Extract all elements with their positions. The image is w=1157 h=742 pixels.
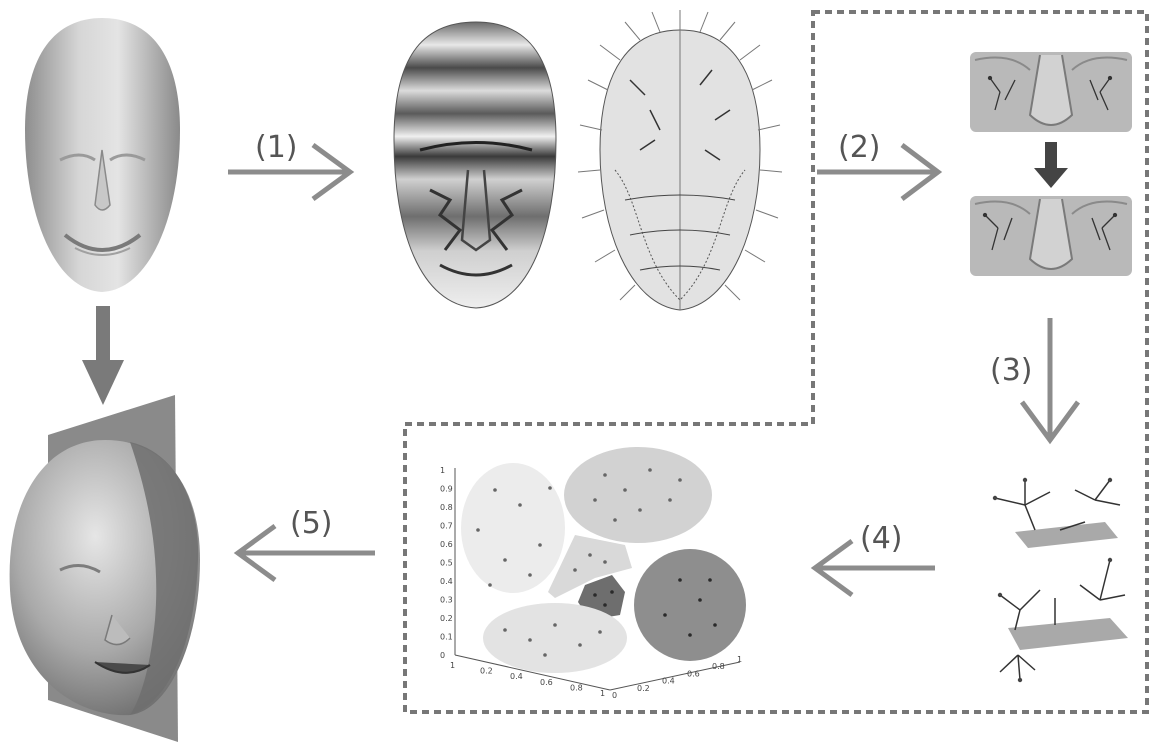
cluster-5 [634,549,746,661]
cluster-3 [548,535,632,598]
x-tick-label-left: 1 [450,661,455,670]
cluster-1 [461,463,565,593]
down-arrow [82,306,124,405]
y-tick-label: 0.8 [440,503,453,512]
x-tick-label-right: 0.2 [637,684,650,693]
feature-vectors-top [992,477,1121,548]
x-tick-label-left: 1 [600,689,605,698]
cluster-scatter-plot: 1 0.9 0.8 0.7 0.6 0.5 0.4 0.3 0.2 0.1 0 1 0.2 0.4 0.6… [440,447,746,700]
y-tick-label: 0.6 [440,540,453,549]
nose-region-before [970,52,1132,132]
y-tick-label: 0.2 [440,614,453,623]
curvature-map-face [393,21,557,309]
arrow-step-2 [817,143,943,201]
y-tick-label: 0.7 [440,522,453,531]
cluster-2 [564,447,712,543]
x-axis-ticks-right: 0 0.2 0.4 0.6 0.8 1 [612,655,742,700]
x-tick-label-left: 0.6 [540,678,553,687]
step-5-label: (5) [290,506,333,541]
down-arrow-dark [1034,142,1068,188]
step-1-label: (1) [255,130,298,165]
step-2-label: (2) [838,130,881,165]
y-tick-label: 0 [440,651,445,660]
x-tick-label-right: 0.8 [712,662,725,671]
arrow-step-4 [810,538,935,598]
arrow-step-1 [228,142,355,202]
input-face-mesh [25,18,180,292]
x-tick-label-right: 1 [737,655,742,664]
y-tick-label: 0.9 [440,485,453,494]
arrow-step-5 [233,523,375,583]
x-axis-ticks-left: 1 0.2 0.4 0.6 0.8 1 [450,661,605,698]
step-3-label: (3) [990,353,1033,388]
nose-region-after [970,196,1132,276]
x-tick-label-left: 0.4 [510,672,523,681]
x-tick-label-right: 0.6 [687,669,700,678]
normal-vectors-face [577,10,783,311]
y-tick-label: 0.3 [440,596,453,605]
x-tick-label-left: 0.8 [570,683,583,692]
arrow-step-3 [1019,318,1081,445]
y-tick-label: 1 [440,466,445,475]
y-tick-label: 0.4 [440,577,453,586]
cluster-6 [483,603,627,673]
feature-vectors-bottom [997,557,1128,683]
x-tick-label-left: 0.2 [480,667,493,676]
step-4-label: (4) [860,521,903,556]
y-axis-ticks: 1 0.9 0.8 0.7 0.6 0.5 0.4 0.3 0.2 0.1 0 [440,466,453,660]
x-tick-label-right: 0 [612,691,617,700]
dashed-region-border [403,10,1149,714]
y-tick-label: 0.1 [440,633,453,642]
symmetric-head-output [9,395,200,742]
x-tick-label-right: 0.4 [662,677,675,686]
y-tick-label: 0.5 [440,559,453,568]
